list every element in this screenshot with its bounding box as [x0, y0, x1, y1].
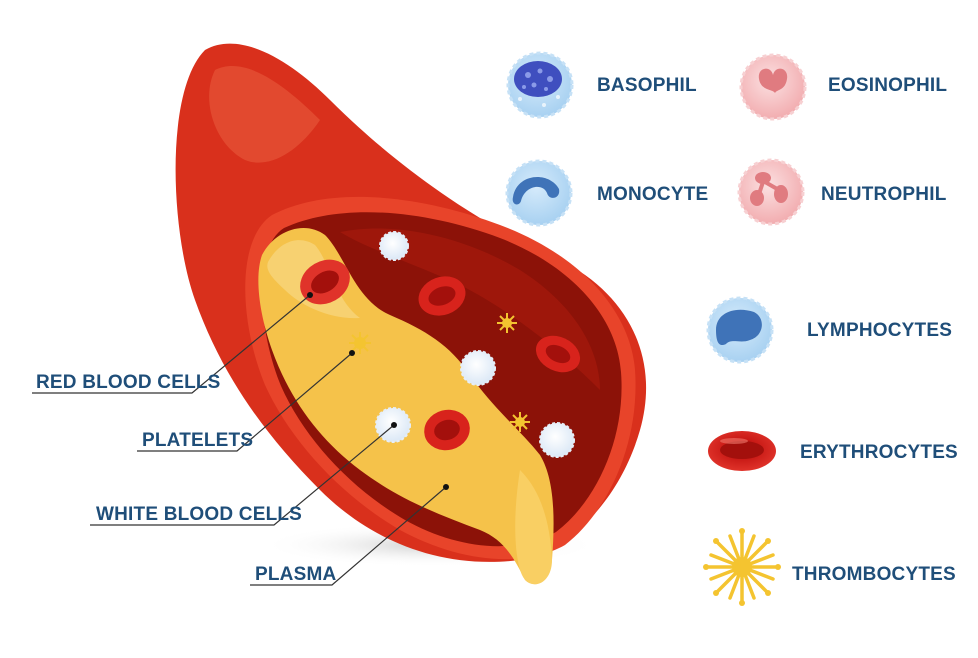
legend-thrombocytes: THROMBOCYTES	[792, 564, 956, 585]
leader-white-blood-cells	[90, 424, 395, 526]
lymphocyte-icon	[706, 296, 774, 364]
label-white-blood-cells: WHITE BLOOD CELLS	[96, 504, 303, 525]
leader-platelets	[137, 352, 353, 452]
vessel-red-blood-cell	[300, 259, 350, 305]
callout-dots	[307, 292, 449, 490]
plasma-drip	[515, 470, 552, 585]
lumen-inner-shade	[340, 228, 600, 390]
neutrophil-icon	[737, 158, 805, 226]
vessel-red-blood-cell	[535, 335, 581, 373]
eosinophil-icon	[739, 53, 807, 121]
vessel-highlight	[209, 66, 320, 163]
vessel-red-blood-cell	[418, 276, 466, 316]
erythrocyte-icon	[708, 431, 776, 471]
legend-eosinophil: EOSINOPHIL	[828, 75, 948, 96]
leader-red-blood-cells	[32, 294, 311, 394]
label-red-blood-cells: RED BLOOD CELLS	[36, 372, 221, 393]
legend-monocyte: MONOCYTE	[597, 184, 709, 205]
basophil-icon	[506, 51, 574, 119]
label-plasma: PLASMA	[255, 564, 337, 585]
legend-neutrophil: NEUTROPHIL	[821, 184, 947, 205]
plasma-stream	[258, 227, 554, 584]
vessel-red-blood-cell	[424, 409, 470, 451]
vessel-white-blood-cell	[539, 422, 575, 458]
callout-leaders	[32, 294, 447, 586]
leader-plasma	[250, 486, 447, 586]
monocyte-icon	[505, 159, 573, 227]
legend-basophil: BASOPHIL	[597, 75, 697, 96]
vessel-white-blood-cell	[460, 350, 496, 386]
thrombocyte-icon	[703, 528, 781, 606]
vessel-white-blood-cell	[379, 231, 409, 261]
vessel-platelet	[510, 412, 530, 432]
legend-lymphocytes: LYMPHOCYTES	[807, 320, 953, 341]
vessel-platelet	[349, 332, 371, 354]
label-platelets: PLATELETS	[142, 430, 254, 451]
vessel-platelet	[497, 313, 517, 333]
legend-erythrocytes: ERYTHROCYTES	[800, 442, 958, 463]
